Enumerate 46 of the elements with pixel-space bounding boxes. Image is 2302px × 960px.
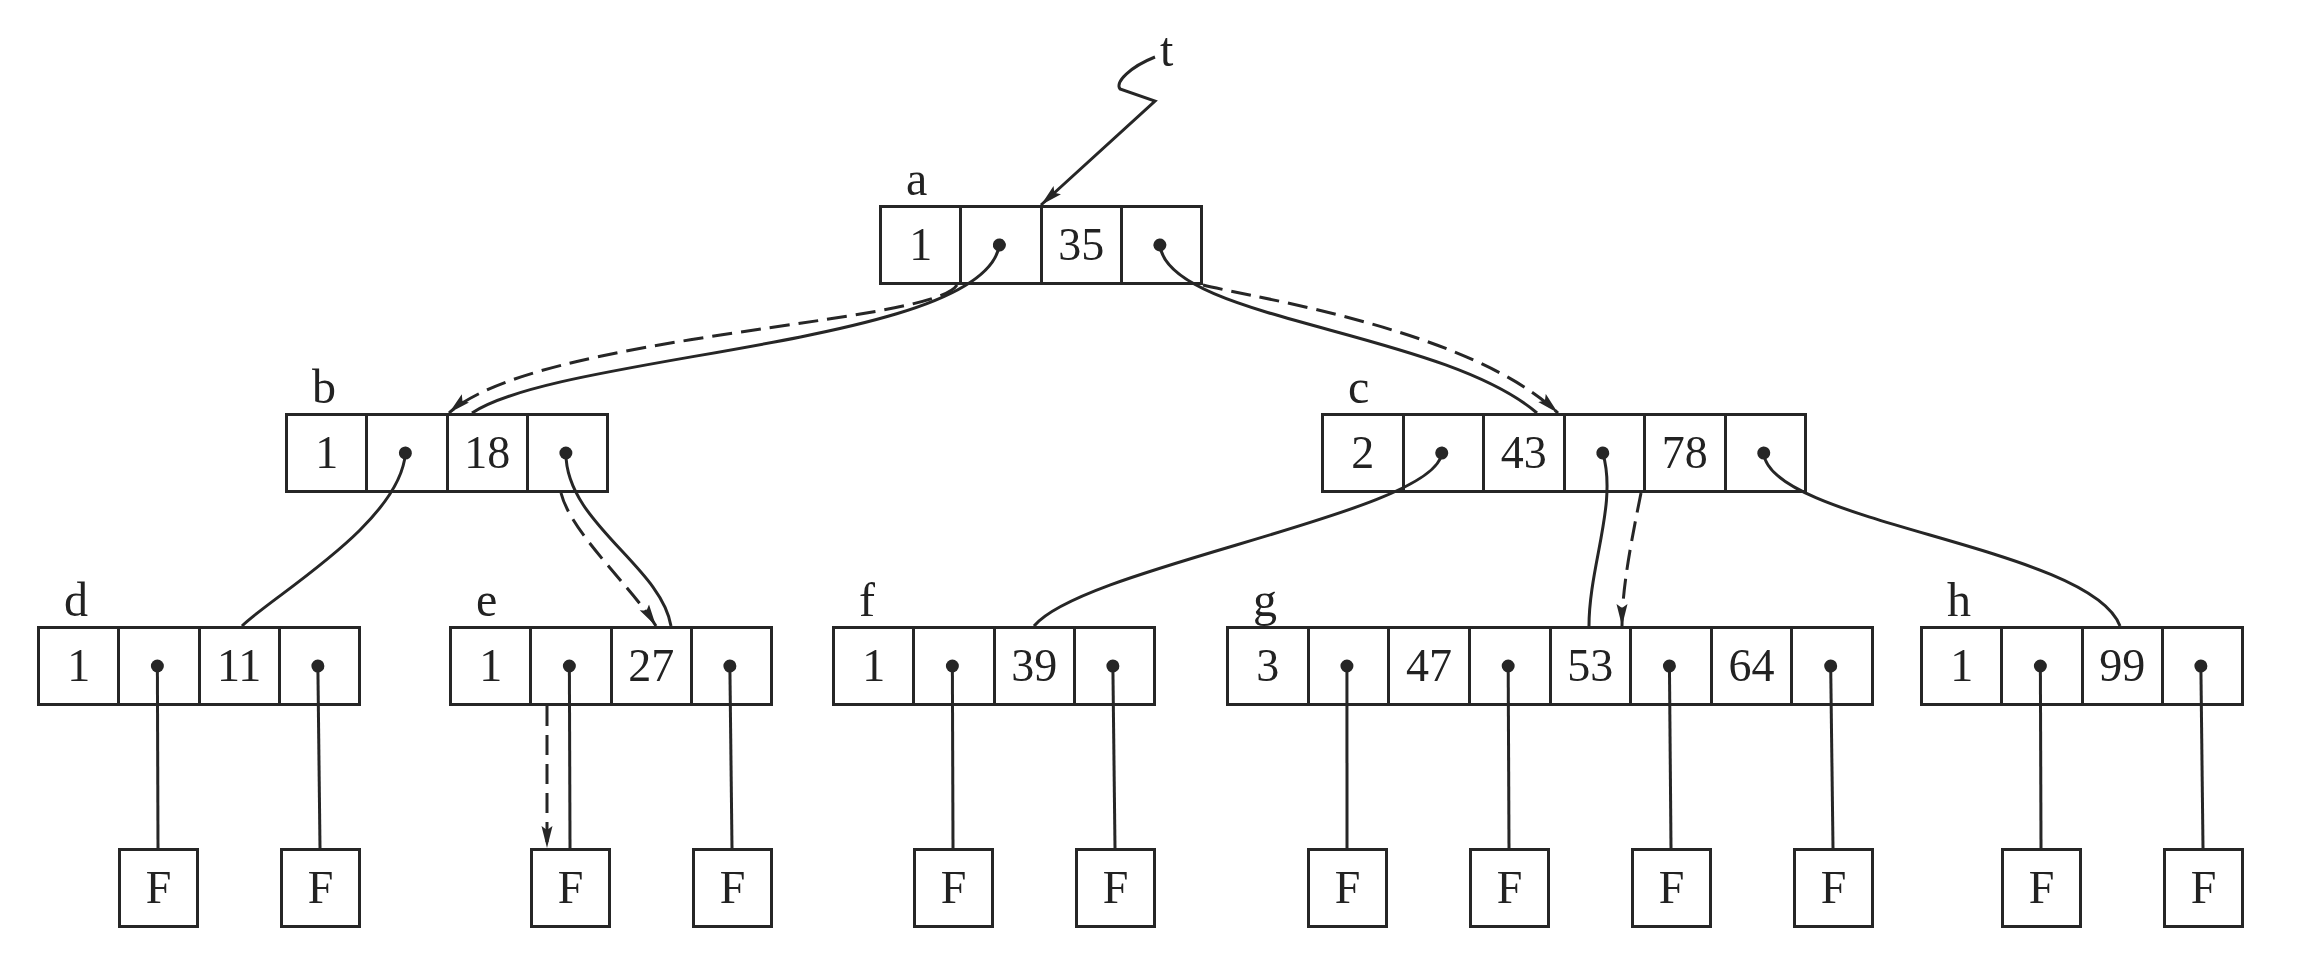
- count-cell-text: 1: [478, 639, 504, 693]
- dashed-arrow: [559, 492, 658, 627]
- key-cell: 39: [992, 629, 1073, 703]
- node-label: c: [1348, 363, 1370, 411]
- count-cell-text: 1: [861, 639, 887, 693]
- key-cell: 99: [2080, 629, 2161, 703]
- leaf-box: F: [1469, 848, 1550, 928]
- key-cell: 27: [609, 629, 690, 703]
- key-cell: 43: [1482, 416, 1563, 490]
- arrow: [1040, 55, 1157, 207]
- node-label: e: [476, 576, 498, 624]
- leaf-box: F: [118, 848, 199, 928]
- key-cell: 47: [1387, 629, 1468, 703]
- leaf-box: F: [1307, 848, 1388, 928]
- node-label: d: [64, 576, 88, 624]
- leaf-box: F: [1075, 848, 1156, 928]
- leaf-box: F: [280, 848, 361, 928]
- count-cell-text: 3: [1255, 639, 1281, 693]
- key-cell: 53: [1548, 629, 1630, 703]
- key-cell: 11: [197, 629, 278, 703]
- leaf-box: F: [1793, 848, 1874, 928]
- leaf-box: F: [2001, 848, 2082, 928]
- leaf-box: F: [1631, 848, 1712, 928]
- leaf-box: F: [2163, 848, 2244, 928]
- key-cell: 35: [1039, 208, 1120, 282]
- node-label: f: [859, 576, 875, 624]
- dashed-arrow: [448, 283, 958, 415]
- node-label: a: [906, 155, 928, 203]
- count-cell-text: 1: [1949, 639, 1975, 693]
- variable-label: t: [1160, 26, 1174, 74]
- dashed-arrow: [1202, 283, 1559, 415]
- key-cell: 18: [445, 416, 526, 490]
- leaf-box: F: [530, 848, 611, 928]
- dashed-arrow: [1617, 492, 1643, 627]
- key-cell: 64: [1709, 629, 1791, 703]
- count-cell-text: 1: [66, 639, 92, 693]
- count-cell-text: 1: [908, 218, 934, 272]
- count-cell-text: 2: [1350, 426, 1376, 480]
- node-label: b: [312, 363, 336, 411]
- node-label: g: [1253, 576, 1277, 624]
- dashed-arrow: [541, 706, 553, 848]
- leaf-box: F: [692, 848, 773, 928]
- leaf-box: F: [913, 848, 994, 928]
- key-cell: 78: [1643, 416, 1724, 490]
- node-label: h: [1947, 576, 1971, 624]
- count-cell-text: 1: [314, 426, 340, 480]
